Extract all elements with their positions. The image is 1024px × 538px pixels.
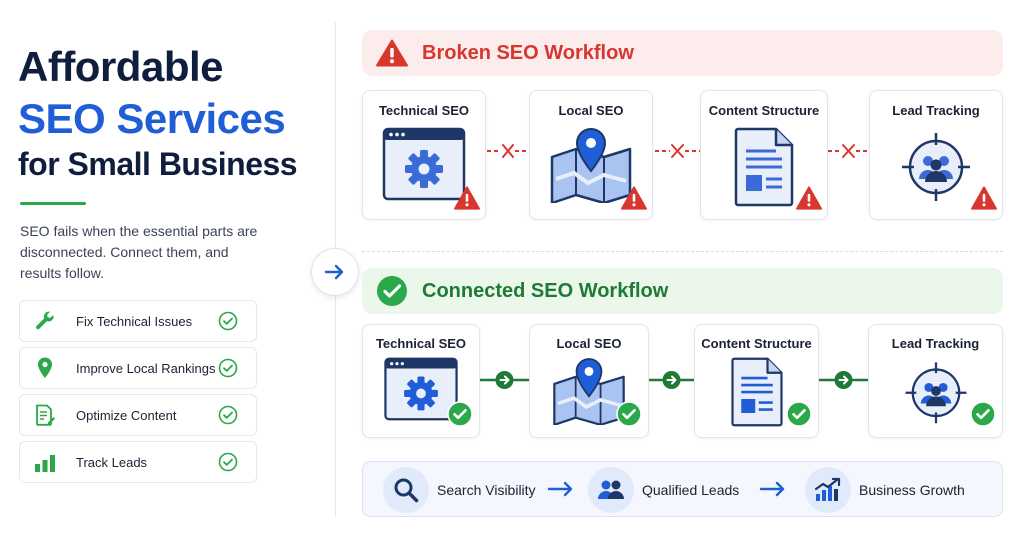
- step-title: Local SEO: [558, 103, 624, 118]
- broken-workflow-banner: Broken SEO Workflow: [362, 30, 1003, 76]
- connected-step-technical-seo: Technical SEO: [362, 324, 480, 438]
- connected-step-lead-tracking: Lead Tracking: [868, 324, 1003, 438]
- warning-icon: [454, 186, 480, 210]
- broken-link-icon: [487, 144, 529, 158]
- broken-step-lead-tracking: Lead Tracking: [869, 90, 1003, 220]
- step-title: Lead Tracking: [892, 103, 980, 118]
- outcome-label: Business Growth: [859, 482, 965, 498]
- outcome-label: Search Visibility: [437, 482, 536, 498]
- arrow-right-circle-icon: [480, 371, 529, 389]
- arrow-right-circle-icon: [819, 371, 868, 389]
- search-icon: [383, 467, 429, 513]
- outcome-search-visibility: Search Visibility: [383, 467, 536, 513]
- benefit-item: Fix Technical Issues: [19, 300, 257, 342]
- connected-workflow-title: Connected SEO Workflow: [422, 279, 669, 302]
- outcome-label: Qualified Leads: [642, 482, 740, 498]
- wrench-icon: [26, 301, 64, 341]
- benefit-label: Optimize Content: [76, 407, 177, 423]
- step-title: Lead Tracking: [891, 336, 980, 351]
- document-icon: [695, 357, 818, 427]
- check-circle-icon: [616, 401, 642, 427]
- growth-chart-icon: [805, 467, 851, 513]
- section-separator: [362, 251, 1003, 252]
- check-icon: [218, 452, 238, 472]
- map-pin-icon: [530, 127, 652, 203]
- check-circle-icon: [376, 275, 408, 307]
- check-circle-icon: [970, 401, 996, 427]
- broken-step-local-seo: Local SEO: [529, 90, 653, 220]
- title-line-1: Affordable: [18, 43, 224, 90]
- broken-step-content-structure: Content Structure: [700, 90, 828, 220]
- arrow-right-icon: [547, 481, 573, 497]
- description: SEO fails when the essential parts are d…: [20, 223, 258, 281]
- connected-step-local-seo: Local SEO: [529, 324, 649, 438]
- document-icon: [701, 127, 827, 207]
- connected-workflow-banner: Connected SEO Workflow: [362, 268, 1003, 314]
- browser-gear-icon: [363, 357, 479, 421]
- target-users-icon: [870, 127, 1002, 203]
- step-title: Content Structure: [708, 103, 820, 118]
- broken-workflow-title: Broken SEO Workflow: [422, 41, 634, 64]
- benefit-item: Improve Local Rankings: [19, 347, 257, 389]
- step-title: Technical SEO: [375, 336, 467, 351]
- step-title: Technical SEO: [378, 103, 470, 118]
- browser-gear-icon: [363, 127, 485, 201]
- transition-arrow: [311, 248, 359, 296]
- title-underline: [20, 202, 86, 205]
- intro-panel: Affordable SEO Services for Small Busine…: [0, 0, 335, 538]
- arrow-right-icon: [324, 264, 344, 280]
- check-circle-icon: [786, 401, 812, 427]
- users-icon: [588, 467, 634, 513]
- check-icon: [218, 405, 238, 425]
- warning-icon: [621, 186, 647, 210]
- benefit-item: Track Leads: [19, 441, 257, 483]
- check-circle-icon: [447, 401, 473, 427]
- broken-link-icon: [828, 144, 869, 158]
- benefit-label: Track Leads: [76, 454, 148, 470]
- title-line-3: for Small Business: [18, 146, 298, 182]
- connected-step-content-structure: Content Structure: [694, 324, 819, 438]
- arrow-right-circle-icon: [649, 371, 694, 389]
- outcome-qualified-leads: Qualified Leads: [588, 467, 739, 513]
- benefit-item: Optimize Content: [19, 394, 257, 436]
- arrow-right-icon: [759, 481, 785, 497]
- map-pin-icon: [26, 348, 64, 388]
- warning-icon: [796, 186, 822, 210]
- benefits-list: Fix Technical Issues Improve Local Ranki…: [19, 300, 257, 488]
- outcome-business-growth: Business Growth: [805, 467, 965, 513]
- warning-icon: [971, 186, 997, 210]
- warning-icon: [376, 37, 408, 69]
- check-icon: [218, 358, 238, 378]
- step-title: Local SEO: [556, 336, 622, 351]
- benefit-label: Improve Local Rankings: [76, 360, 216, 376]
- benefit-label: Fix Technical Issues: [76, 313, 193, 329]
- title-line-2: SEO Services: [18, 95, 286, 142]
- outcome-bar: Search Visibility Qualified Leads Busine…: [362, 461, 1003, 517]
- bar-chart-icon: [26, 442, 64, 482]
- document-edit-icon: [26, 395, 64, 435]
- check-icon: [218, 311, 238, 331]
- broken-step-technical-seo: Technical SEO: [362, 90, 486, 220]
- broken-link-icon: [655, 144, 700, 158]
- target-users-icon: [869, 357, 1002, 425]
- step-title: Content Structure: [701, 336, 812, 351]
